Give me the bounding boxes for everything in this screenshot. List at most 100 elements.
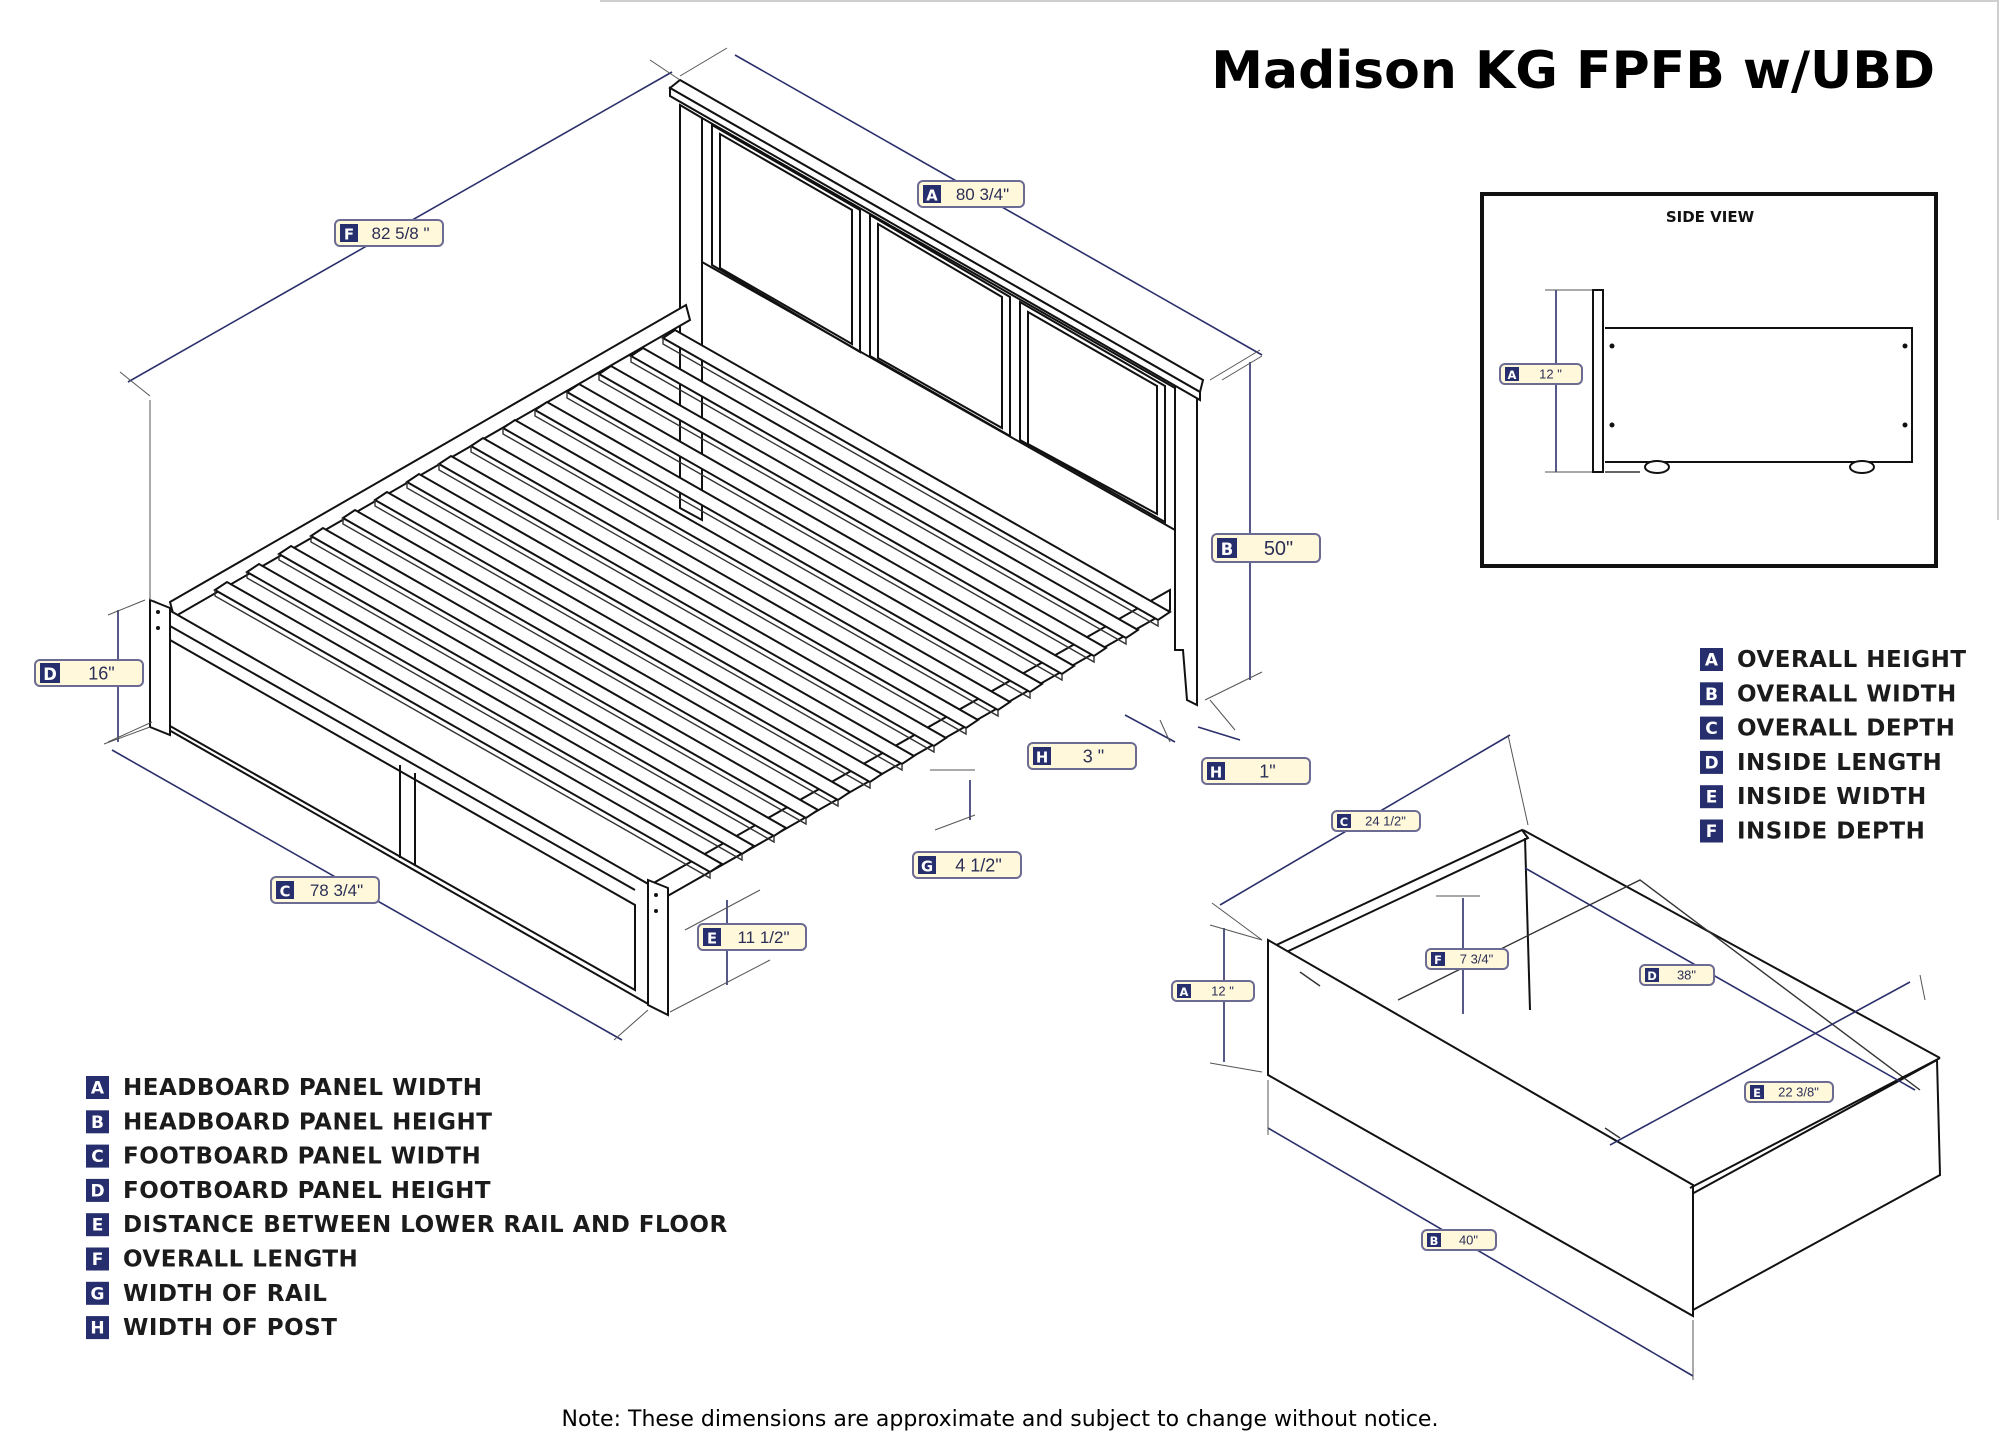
legend-item: D INSIDE LENGTH bbox=[1700, 750, 1942, 776]
legend-item: C FOOTBOARD PANEL WIDTH bbox=[86, 1144, 481, 1170]
dimension-value: 12 " bbox=[1211, 984, 1234, 999]
legend-key-letter: C bbox=[91, 1147, 103, 1167]
dimension-key-letter: D bbox=[43, 665, 57, 684]
slat bbox=[629, 346, 1140, 640]
legend-key-letter: B bbox=[91, 1113, 104, 1133]
bed-illustration bbox=[149, 78, 1205, 1017]
legend-label: INSIDE DEPTH bbox=[1737, 819, 1925, 845]
slat bbox=[501, 418, 1012, 712]
drawer-illustration bbox=[1267, 828, 1942, 1318]
dimension-key-letter: G bbox=[921, 858, 933, 875]
dimension-key-letter: F bbox=[1434, 953, 1442, 967]
legend-item: E INSIDE WIDTH bbox=[1700, 784, 1927, 810]
dimension-value: 4 1/2" bbox=[955, 855, 1001, 875]
legend-item: E DISTANCE BETWEEN LOWER RAIL AND FLOOR bbox=[86, 1212, 728, 1238]
dimension-value: 22 3/8" bbox=[1778, 1085, 1819, 1100]
legend-label: INSIDE LENGTH bbox=[1737, 750, 1942, 776]
slat bbox=[277, 544, 788, 838]
dimension-value: 38" bbox=[1677, 968, 1696, 983]
legend-key-letter: D bbox=[1704, 753, 1718, 773]
legend-item: H WIDTH OF POST bbox=[86, 1315, 337, 1341]
legend-label: DISTANCE BETWEEN LOWER RAIL AND FLOOR bbox=[123, 1212, 728, 1238]
dimension-value: 82 5/8 " bbox=[371, 224, 429, 243]
dimension-value: 16" bbox=[88, 663, 114, 683]
dimension-tag: E 11 1/2" bbox=[697, 923, 807, 951]
dimension-tag: B 50" bbox=[1211, 533, 1321, 563]
dimension-tag: H 3 " bbox=[1027, 742, 1137, 770]
slat bbox=[565, 382, 1076, 676]
slat bbox=[661, 328, 1172, 622]
legend-key-letter: D bbox=[90, 1181, 104, 1201]
side-view-title: SIDE VIEW bbox=[1666, 208, 1755, 226]
dimension-tag: C 24 1/2" bbox=[1331, 810, 1421, 832]
legend-key-letter: C bbox=[1705, 719, 1717, 739]
dimension-key-letter: A bbox=[1508, 368, 1517, 382]
slat bbox=[405, 472, 916, 766]
dimension-key-letter: H bbox=[1210, 764, 1222, 781]
slat bbox=[597, 364, 1108, 658]
dimension-tag: E 22 3/8" bbox=[1744, 1081, 1834, 1103]
legend-key-letter: G bbox=[91, 1284, 105, 1304]
legend-key-letter: A bbox=[1705, 651, 1719, 671]
dimension-tag: H 1" bbox=[1201, 757, 1311, 785]
slat bbox=[245, 562, 756, 856]
legend-label: OVERALL LENGTH bbox=[123, 1247, 358, 1273]
dimension-value: 78 3/4" bbox=[310, 881, 363, 900]
dimension-key-letter: B bbox=[1430, 1234, 1439, 1248]
dimension-key-letter: E bbox=[707, 930, 717, 947]
dimension-value: 24 1/2" bbox=[1365, 814, 1406, 829]
dimension-tag: A 80 3/4" bbox=[917, 180, 1025, 208]
legend-label: INSIDE WIDTH bbox=[1737, 784, 1927, 810]
dimension-key-letter: C bbox=[1340, 815, 1348, 829]
legend-label: WIDTH OF POST bbox=[123, 1315, 337, 1341]
dimension-tag: A 12 " bbox=[1171, 980, 1255, 1002]
legend-key-letter: E bbox=[92, 1216, 104, 1236]
legend-key-letter: F bbox=[92, 1250, 104, 1270]
dimension-key-letter: E bbox=[1753, 1086, 1761, 1100]
dimension-value: 11 1/2" bbox=[737, 928, 789, 947]
slat bbox=[533, 400, 1044, 694]
legend-key-letter: A bbox=[91, 1079, 105, 1099]
slat bbox=[437, 454, 948, 748]
legend-item: G WIDTH OF RAIL bbox=[86, 1281, 327, 1307]
legend-label: FOOTBOARD PANEL WIDTH bbox=[123, 1144, 481, 1170]
disclaimer-note: Note: These dimensions are approximate a… bbox=[562, 1407, 1439, 1432]
dimension-value: 50" bbox=[1264, 538, 1293, 560]
dimension-value: 7 3/4" bbox=[1460, 952, 1494, 967]
dimension-key-letter: A bbox=[1180, 985, 1189, 999]
dimension-value: 80 3/4" bbox=[956, 185, 1009, 204]
dimension-value: 3 " bbox=[1083, 746, 1104, 766]
legend-key-letter: H bbox=[90, 1319, 104, 1339]
dimension-key-letter: B bbox=[1221, 540, 1234, 559]
legend-label: HEADBOARD PANEL WIDTH bbox=[123, 1075, 483, 1101]
dimension-key-letter: A bbox=[926, 187, 938, 204]
legend-label: HEADBOARD PANEL HEIGHT bbox=[123, 1109, 492, 1135]
dimension-tag: C 78 3/4" bbox=[270, 876, 380, 904]
slat bbox=[213, 580, 724, 874]
page-title: Madison KG FPFB w/UBD bbox=[1211, 41, 1935, 101]
legend-label: OVERALL DEPTH bbox=[1737, 716, 1955, 742]
dimension-tag: G 4 1/2" bbox=[912, 851, 1022, 879]
legend-key-letter: F bbox=[1706, 822, 1718, 842]
dimension-tag: D 16" bbox=[34, 659, 144, 687]
dimension-key-letter: C bbox=[280, 883, 291, 900]
bed-legend: A HEADBOARD PANEL WIDTH B HEADBOARD PANEL H… bbox=[86, 1075, 728, 1341]
dimension-key-letter: H bbox=[1036, 749, 1048, 766]
legend-item: C OVERALL DEPTH bbox=[1700, 716, 1955, 742]
bed-slats bbox=[213, 328, 1172, 880]
legend-key-letter: E bbox=[1706, 788, 1718, 808]
drawer-dimension-lines bbox=[1209, 734, 1926, 1380]
dimension-value: 1" bbox=[1259, 761, 1275, 781]
legend-label: WIDTH OF RAIL bbox=[123, 1281, 327, 1307]
